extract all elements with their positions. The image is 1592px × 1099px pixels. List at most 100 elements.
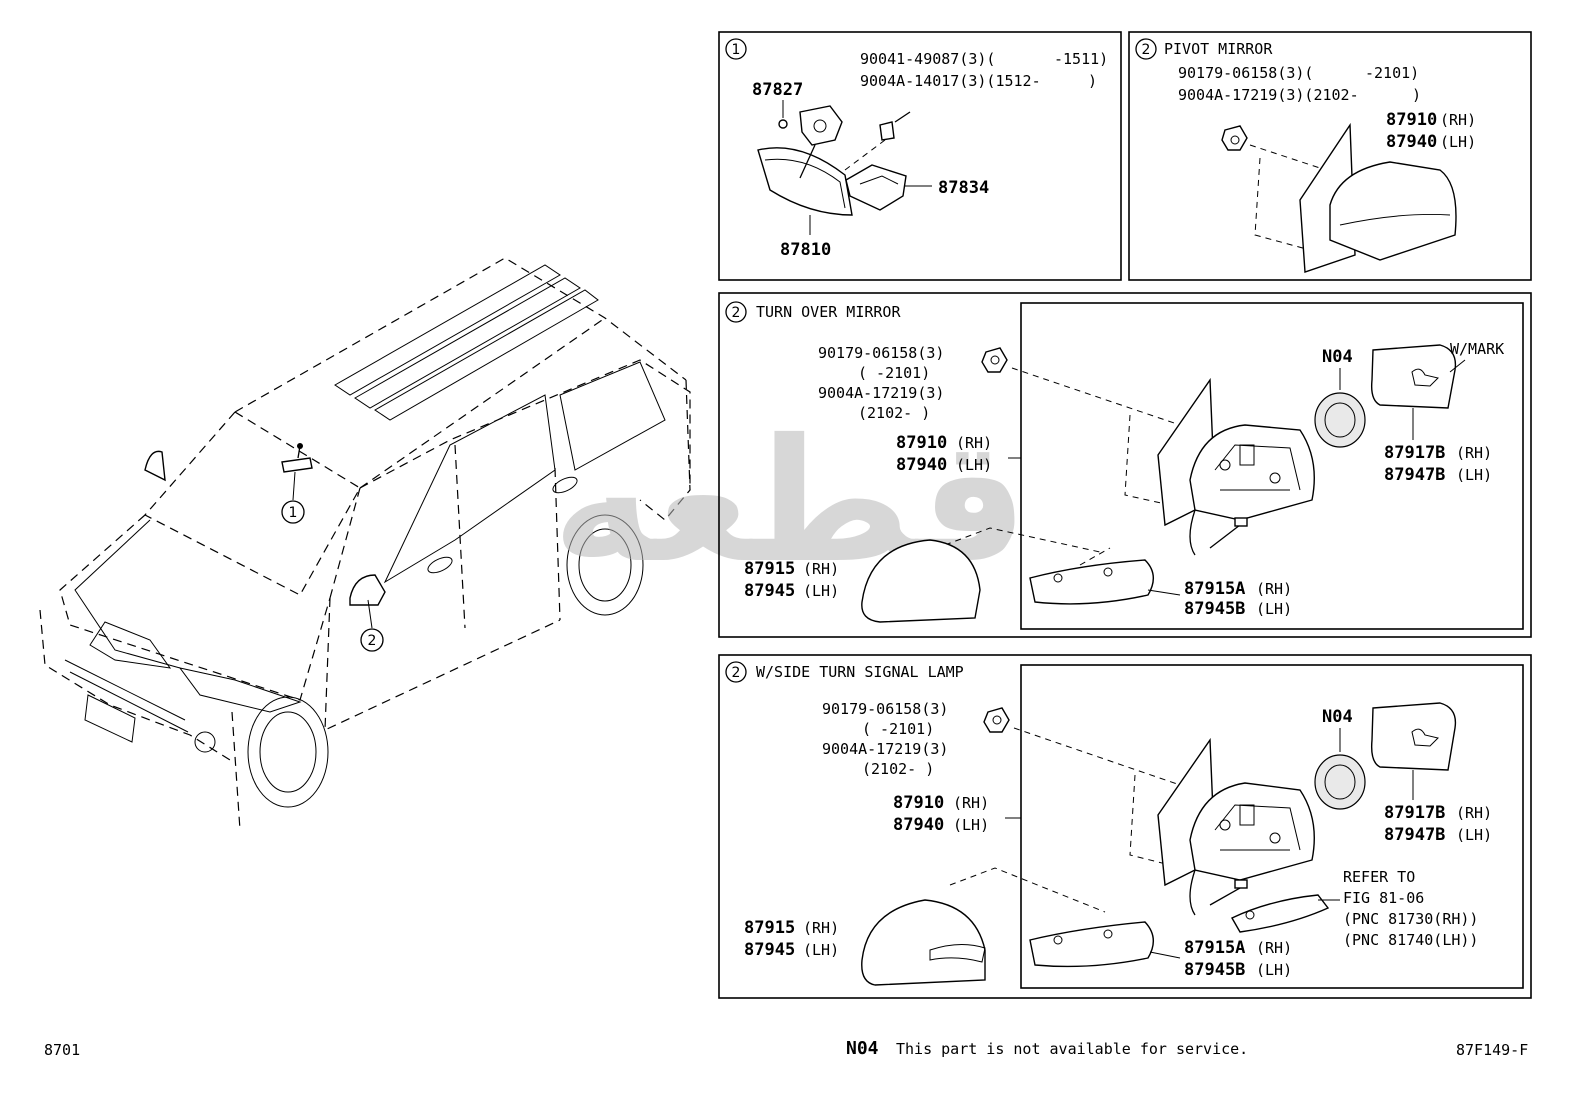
label-pivot-rh: 87910 <box>1386 110 1437 130</box>
panel-signal-index-circle <box>725 661 747 683</box>
label-turnover-glass-rh: 87917B <box>1384 443 1445 463</box>
label-screw-a-range: -1511) <box>1054 50 1108 68</box>
panel-pivot-index-circle <box>1135 38 1157 60</box>
label-signal-mirror-rh-side: (RH) <box>953 794 989 812</box>
label-signal-cover-rh: 87915 <box>744 918 795 938</box>
panel-turnover-index-circle <box>725 301 747 323</box>
label-signal-lower-rh: 87915A <box>1184 938 1245 958</box>
label-pivot-nut-b-close: ) <box>1412 86 1421 104</box>
label-87827: 87827 <box>752 80 803 100</box>
panel-turnover-title: TURN OVER MIRROR <box>756 303 901 321</box>
label-turnover-mirror-rh-side: (RH) <box>956 434 992 452</box>
panel-turnover-index: 2 <box>732 305 741 321</box>
label-pivot-lh: 87940 <box>1386 132 1437 152</box>
label-signal-refer-4: (PNC 81740(LH)) <box>1343 931 1478 949</box>
label-signal-glass-rh-side: (RH) <box>1456 804 1492 822</box>
signal-lamp <box>1231 894 1330 933</box>
label-pivot-rh-side: (RH) <box>1440 111 1476 129</box>
inner-mirror-cover <box>845 164 907 211</box>
label-signal-glass-lh: 87947B <box>1384 825 1445 845</box>
callout-2: 2 <box>368 633 377 649</box>
label-turnover-mirror-lh-side: (LH) <box>956 456 992 474</box>
footer-figure-ref: 87F149-F <box>1456 1041 1528 1059</box>
label-turnover-mirror-lh: 87940 <box>896 455 947 475</box>
panel-signal-index: 2 <box>732 665 741 681</box>
label-signal-n04: N04 <box>1322 707 1353 727</box>
label-screw-a: 90041-49087(3)( <box>860 50 995 68</box>
panel-inner-index-circle <box>725 38 747 60</box>
label-signal-nut-a: 90179-06158(3) <box>822 700 948 718</box>
label-signal-refer-2: FIG 81-06 <box>1343 889 1424 907</box>
label-signal-mirror-lh-side: (LH) <box>953 816 989 834</box>
turnover-glass <box>1370 344 1457 409</box>
label-signal-cover-lh: 87945 <box>744 940 795 960</box>
label-turnover-lower-rh: 87915A <box>1184 579 1245 599</box>
label-turnover-cover-lh-side: (LH) <box>803 582 839 600</box>
label-signal-mirror-lh: 87940 <box>893 815 944 835</box>
turnover-cover <box>861 539 981 623</box>
panel-pivot-mirror: 2 PIVOT MIRROR 90179-06158(3)( -2101) 90… <box>1128 31 1532 281</box>
turnover-actuator <box>1314 392 1366 448</box>
label-pivot-lh-side: (LH) <box>1440 133 1476 151</box>
label-signal-glass-rh: 87917B <box>1384 803 1445 823</box>
label-turnover-lower-lh: 87945B <box>1184 599 1245 619</box>
label-turnover-cover-lh: 87945 <box>744 581 795 601</box>
label-turnover-cover-rh-side: (RH) <box>803 560 839 578</box>
label-turnover-nut-b-range: (2102- ) <box>858 404 930 422</box>
footer-page-ref: 8701 <box>44 1041 80 1059</box>
panel-signal-title: W/SIDE TURN SIGNAL LAMP <box>756 663 964 681</box>
label-signal-lower-rh-side: (RH) <box>1256 939 1292 957</box>
label-turnover-cover-rh: 87915 <box>744 559 795 579</box>
label-pivot-nut-b: 9004A-17219(3)(2102- <box>1178 86 1359 104</box>
label-signal-nut-a-range: ( -2101) <box>862 720 934 738</box>
signal-glass <box>1370 702 1457 771</box>
panel-turnover-inner-frame <box>1020 302 1524 630</box>
signal-cover <box>861 899 986 986</box>
panel-pivot-index: 2 <box>1142 42 1151 58</box>
turnover-lower-cover <box>1029 559 1154 605</box>
footer: 8701 N04 This part is not available for … <box>44 1038 1528 1059</box>
label-signal-refer-1: REFER TO <box>1343 868 1415 886</box>
callout-2-circle <box>360 628 384 652</box>
footer-n04-note: This part is not available for service. <box>896 1040 1248 1058</box>
panel-pivot-mirror-frame <box>1128 31 1532 281</box>
label-signal-refer-3: (PNC 81730(RH)) <box>1343 910 1478 928</box>
panel-turnover-frame <box>718 292 1532 638</box>
label-signal-nut-b: 9004A-17219(3) <box>822 740 948 758</box>
signal-lower-cover <box>1029 921 1154 968</box>
panel-signal-frame <box>718 654 1532 999</box>
label-signal-glass-lh-side: (LH) <box>1456 826 1492 844</box>
label-turnover-glass-lh-side: (LH) <box>1456 466 1492 484</box>
vehicle-illustration: 1 2 <box>39 257 691 831</box>
label-turnover-wmark: W/MARK <box>1450 340 1504 358</box>
panel-signal-inner-frame <box>1020 664 1524 989</box>
turnover-housing <box>1189 424 1315 521</box>
label-screw-b-close: ) <box>1088 72 1097 90</box>
label-turnover-nut-a-range: ( -2101) <box>858 364 930 382</box>
signal-actuator <box>1314 754 1366 810</box>
label-pivot-nut-a-range: -2101) <box>1365 64 1419 82</box>
pivot-mirror-housing <box>1329 161 1457 261</box>
label-turnover-nut-b: 9004A-17219(3) <box>818 384 944 402</box>
label-signal-lower-lh-side: (LH) <box>1256 961 1292 979</box>
footer-n04-code: N04 <box>846 1038 879 1059</box>
callout-1-circle <box>281 500 305 524</box>
label-signal-cover-lh-side: (LH) <box>803 941 839 959</box>
label-turnover-lower-rh-side: (RH) <box>1256 580 1292 598</box>
panel-turn-over-mirror: 2 TURN OVER MIRROR 90179-06158(3) ( -210… <box>718 292 1532 638</box>
inner-mirror-body <box>757 147 853 216</box>
label-turnover-mirror-rh: 87910 <box>896 433 947 453</box>
label-pivot-nut-a: 90179-06158(3)( <box>1178 64 1313 82</box>
label-signal-lower-lh: 87945B <box>1184 960 1245 980</box>
label-signal-nut-b-range: (2102- ) <box>862 760 934 778</box>
label-screw-b: 9004A-14017(3)(1512- <box>860 72 1041 90</box>
label-87834: 87834 <box>938 178 989 198</box>
label-turnover-glass-lh: 87947B <box>1384 465 1445 485</box>
panel-inner-mirror: 1 90041-49087(3)( -1511) 9004A-14017(3)(… <box>718 31 1122 281</box>
label-turnover-glass-rh-side: (RH) <box>1456 444 1492 462</box>
panel-side-turn-signal: 2 W/SIDE TURN SIGNAL LAMP 90179-06158(3)… <box>718 654 1532 999</box>
callout-1: 1 <box>289 505 298 521</box>
panel-pivot-title: PIVOT MIRROR <box>1164 40 1273 58</box>
label-turnover-lower-lh-side: (LH) <box>1256 600 1292 618</box>
